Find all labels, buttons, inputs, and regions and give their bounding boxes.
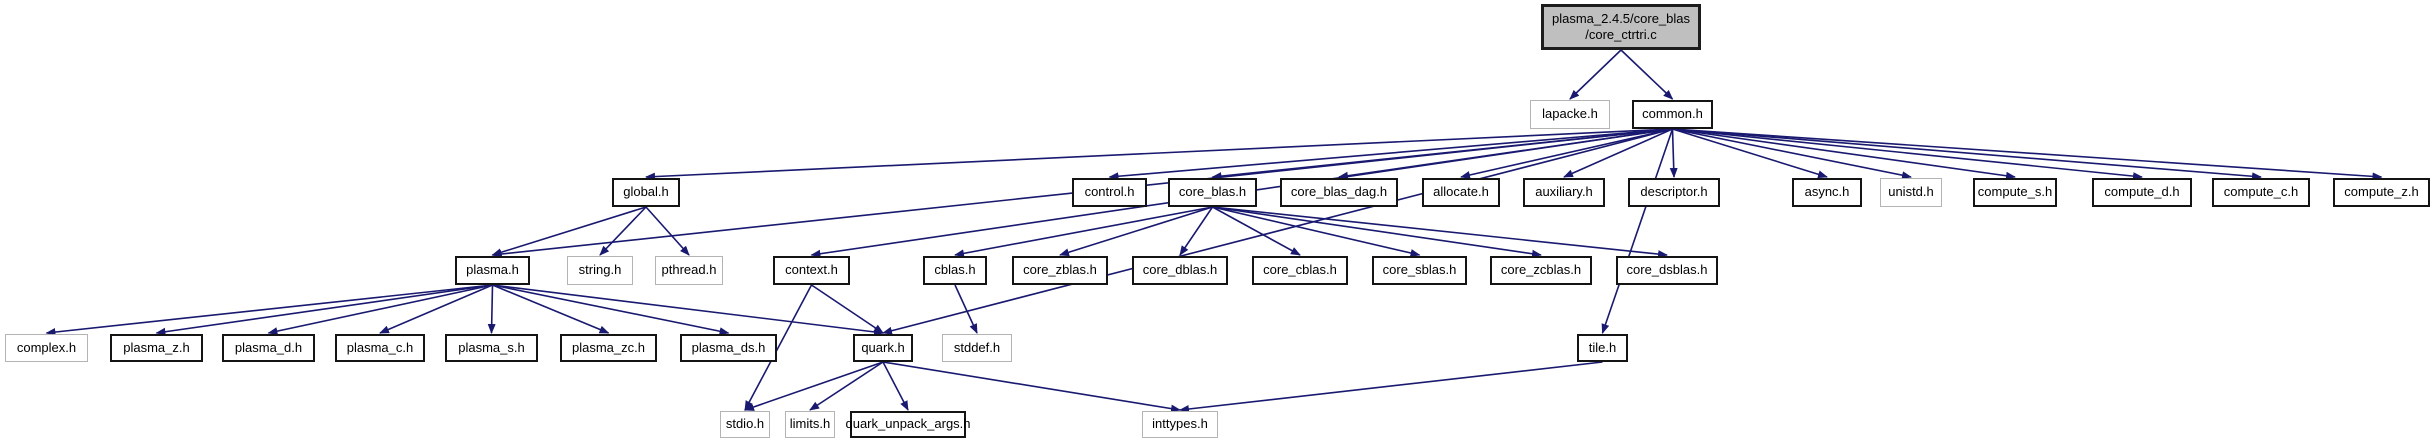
- edge-core_blas_h-to-core_dsblas_h: [1212, 206, 1668, 259]
- node-core-zcblas-h[interactable]: core_zcblas.h: [1490, 256, 1592, 285]
- node-limits-h: limits.h: [785, 411, 835, 438]
- edge-core_blas_h-to-core_zcblas_h: [1212, 206, 1542, 258]
- node-plasma-z-h[interactable]: plasma_z.h: [110, 334, 203, 362]
- edge-common_h-to-descriptor_h: [1669, 128, 1678, 178]
- edge-quark_h-to-quark_unpack_args_h: [882, 361, 909, 411]
- edge-common_h-to-quark_h: [882, 128, 1673, 335]
- node-core-blas-dag-h[interactable]: core_blas_dag.h: [1280, 178, 1398, 207]
- node-core-blas-h[interactable]: core_blas.h: [1168, 178, 1257, 207]
- edge-plasma_h-to-plasma_zc_h: [492, 284, 610, 334]
- edge-quark_h-to-limits_h: [809, 361, 884, 411]
- node-core-cblas-h[interactable]: core_cblas.h: [1252, 256, 1348, 285]
- node-core-sblas-h[interactable]: core_sblas.h: [1372, 256, 1467, 285]
- edge-quark_h-to-inttypes_h: [882, 361, 1181, 413]
- edge-core_ctrtri_c-to-lapacke_h: [1569, 49, 1622, 100]
- edge-global_h-to-string_h: [599, 206, 647, 256]
- node-stddef-h: stddef.h: [942, 334, 1012, 362]
- node-context-h[interactable]: context.h: [773, 256, 850, 285]
- edge-core_blas_h-to-core_dblas_h: [1179, 206, 1214, 256]
- node-plasma-zc-h[interactable]: plasma_zc.h: [560, 334, 657, 362]
- edge-plasma_h-to-quark_h: [492, 284, 884, 336]
- node-plasma-d-h[interactable]: plasma_d.h: [222, 334, 315, 362]
- node-core-zblas-h[interactable]: core_zblas.h: [1012, 256, 1108, 285]
- edge-core_blas_h-to-core_sblas_h: [1212, 206, 1421, 257]
- node-plasma-ds-h[interactable]: plasma_ds.h: [680, 334, 777, 362]
- node-inttypes-h: inttypes.h: [1142, 411, 1218, 438]
- node-allocate-h[interactable]: allocate.h: [1422, 178, 1500, 207]
- edge-common_h-to-unistd_h: [1672, 128, 1912, 180]
- edge-core_blas_h-to-core_cblas_h: [1212, 206, 1301, 256]
- edge-common_h-to-control_h: [1108, 128, 1673, 181]
- node-unistd-h: unistd.h: [1880, 178, 1942, 207]
- edge-common_h-to-tile_h: [1601, 128, 1674, 334]
- node-auxiliary-h[interactable]: auxiliary.h: [1523, 178, 1605, 207]
- edge-global_h-to-pthread_h: [645, 206, 690, 256]
- edge-plasma_h-to-plasma_c_h: [379, 284, 493, 334]
- node-core-ctrtri-c: plasma_2.4.5/core_blas /core_ctrtri.c: [1541, 4, 1701, 50]
- edge-common_h-to-async_h: [1672, 128, 1828, 179]
- node-tile-h[interactable]: tile.h: [1577, 334, 1628, 362]
- edge-cblas_h-to-stddef_h: [954, 284, 978, 334]
- edge-tile_h-to-inttypes_h: [1179, 361, 1603, 413]
- node-control-h[interactable]: control.h: [1072, 178, 1147, 207]
- node-async-h[interactable]: async.h: [1792, 178, 1862, 207]
- edge-core_blas_h-to-cblas_h: [954, 206, 1213, 258]
- edge-common_h-to-global_h: [645, 128, 1673, 181]
- edge-plasma_h-to-plasma_d_h: [267, 284, 493, 336]
- node-string-h: string.h: [567, 256, 633, 285]
- edge-core_ctrtri_c-to-common_h: [1620, 49, 1674, 100]
- node-compute-d-h[interactable]: compute_d.h: [2092, 178, 2192, 207]
- edge-core_blas_h-to-core_zblas_h: [1059, 206, 1213, 257]
- node-core-dsblas-h[interactable]: core_dsblas.h: [1616, 256, 1718, 285]
- node-descriptor-h[interactable]: descriptor.h: [1628, 178, 1720, 207]
- node-plasma-h[interactable]: plasma.h: [455, 256, 530, 285]
- node-lapacke-h: lapacke.h: [1530, 100, 1610, 129]
- node-plasma-c-h[interactable]: plasma_c.h: [335, 334, 425, 362]
- edge-common_h-to-compute_z_h: [1672, 128, 2383, 181]
- node-global-h[interactable]: global.h: [612, 178, 680, 207]
- node-core-dblas-h[interactable]: core_dblas.h: [1132, 256, 1228, 285]
- edge-common_h-to-core_blas_dag_h: [1338, 128, 1673, 180]
- edge-plasma_h-to-plasma_ds_h: [492, 284, 730, 336]
- node-common-h[interactable]: common.h: [1632, 100, 1713, 129]
- node-compute-s-h[interactable]: compute_s.h: [1973, 178, 2057, 207]
- node-complex-h: complex.h: [5, 334, 88, 362]
- node-cblas-h[interactable]: cblas.h: [923, 256, 987, 285]
- edge-plasma_h-to-plasma_z_h: [155, 284, 493, 336]
- edge-plasma_h-to-complex_h: [45, 284, 493, 337]
- node-plasma-s-h[interactable]: plasma_s.h: [445, 334, 538, 362]
- node-compute-c-h[interactable]: compute_c.h: [2212, 178, 2310, 207]
- node-compute-z-h[interactable]: compute_z.h: [2333, 178, 2430, 207]
- edge-context_h-to-quark_h: [811, 284, 884, 334]
- edge-common_h-to-auxiliary_h: [1563, 128, 1673, 178]
- edge-common_h-to-core_blas_h: [1211, 128, 1673, 181]
- edge-common_h-to-compute_c_h: [1672, 128, 2262, 181]
- edge-common_h-to-compute_s_h: [1672, 128, 2016, 180]
- node-stdio-h: stdio.h: [720, 411, 770, 438]
- edge-global_h-to-plasma_h: [491, 206, 647, 257]
- edge-plasma_h-to-plasma_s_h: [487, 284, 496, 334]
- node-pthread-h: pthread.h: [655, 256, 723, 285]
- edge-quark_h-to-stdio_h: [744, 361, 884, 411]
- node-quark-unpack-args-h[interactable]: quark_unpack_args.h: [845, 411, 971, 438]
- node-quark-h[interactable]: quark.h: [853, 334, 913, 362]
- edge-common_h-to-compute_d_h: [1672, 128, 2143, 181]
- edge-common_h-to-allocate_h: [1460, 128, 1673, 179]
